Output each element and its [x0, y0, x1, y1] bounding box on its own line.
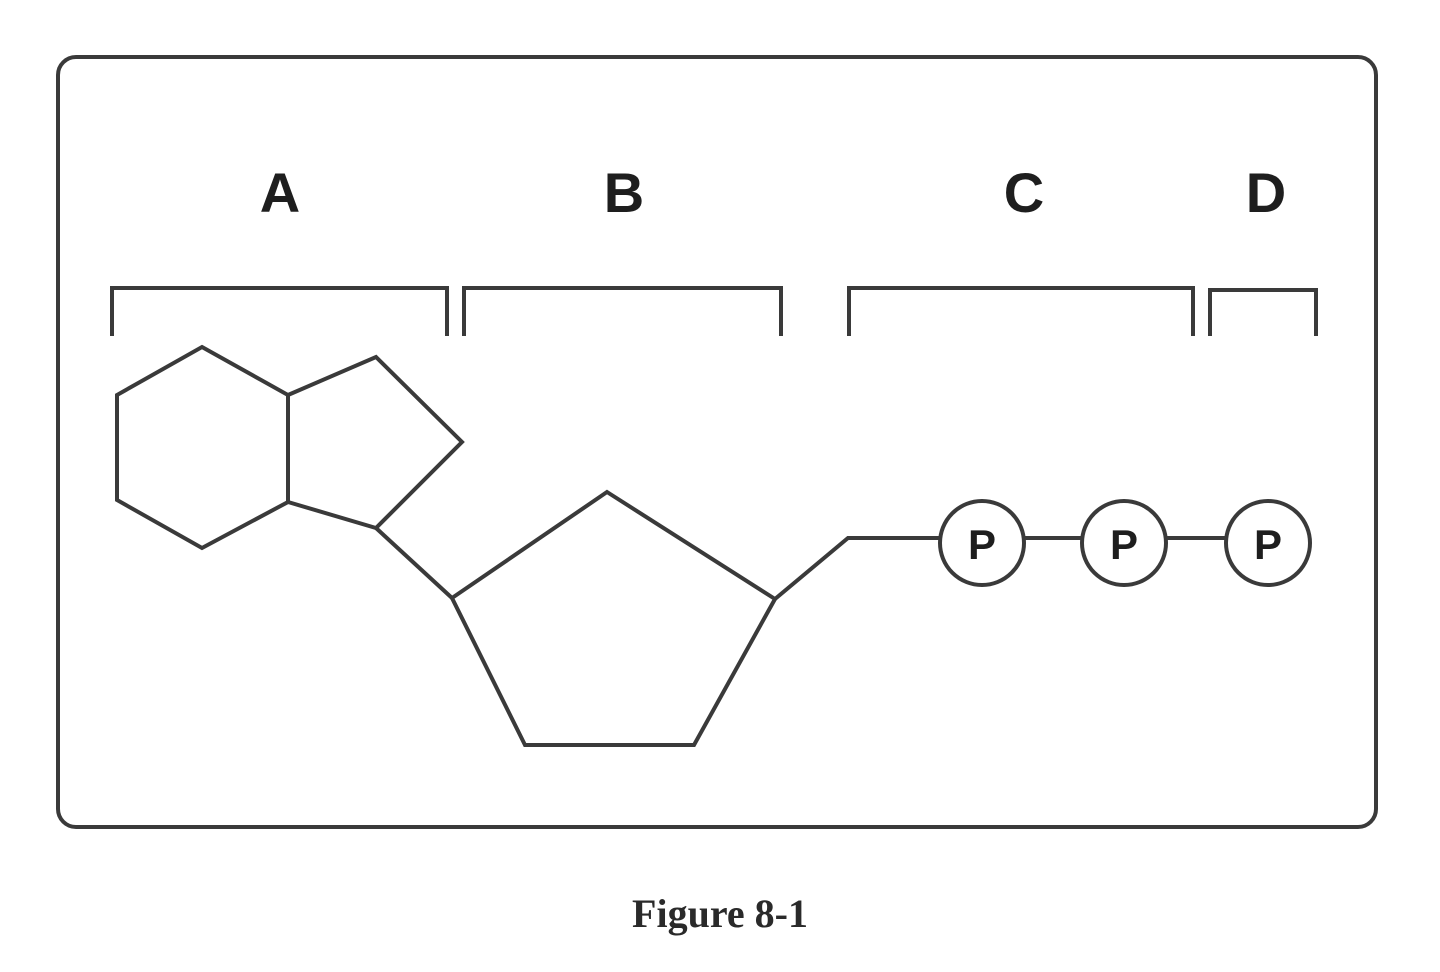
bracket-b	[462, 286, 783, 336]
phosphate-circle-1	[938, 499, 1026, 587]
adenine-pentagon-ring	[287, 354, 465, 531]
bracket-d	[1208, 288, 1318, 336]
adenine-hexagon-ring	[115, 344, 290, 551]
figure-frame	[56, 55, 1378, 829]
ribose-phosphate-bond	[773, 536, 940, 601]
phosphate-circle-2	[1080, 499, 1168, 587]
label-b: B	[604, 161, 644, 224]
glycosidic-bond	[374, 526, 454, 600]
label-c: C	[1004, 161, 1044, 224]
phosphate-label-1: P	[968, 521, 996, 568]
phosphate-label-3: P	[1254, 521, 1282, 568]
bracket-c	[847, 286, 1195, 336]
figure-caption: Figure 8-1	[632, 891, 808, 936]
phosphate-label-2: P	[1110, 521, 1138, 568]
label-a: A	[260, 161, 300, 224]
bracket-a	[110, 286, 449, 336]
label-d: D	[1246, 161, 1286, 224]
ribose-pentagon	[449, 489, 778, 747]
phosphate-circle-3	[1224, 499, 1312, 587]
